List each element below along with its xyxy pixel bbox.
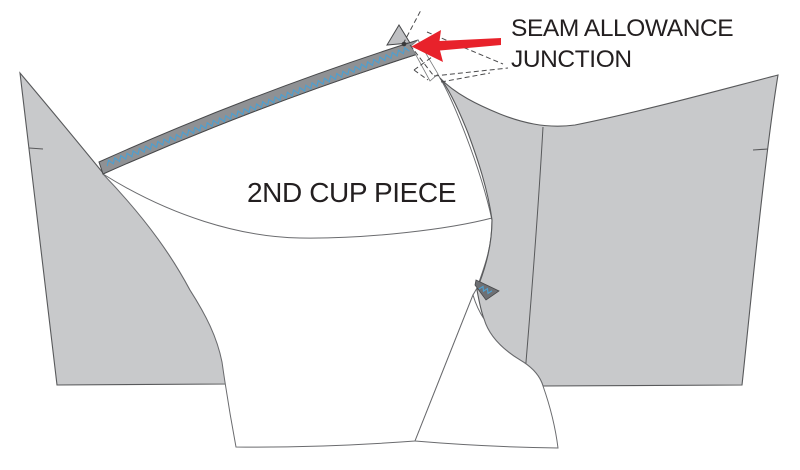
seam-allowance-label-line1: SEAM ALLOWANCE — [511, 15, 733, 42]
seam-allowance-peek — [474, 279, 500, 301]
junction-triangle — [386, 24, 411, 46]
folded-corner-strip — [410, 39, 439, 82]
dashed-line-right-lower — [440, 72, 491, 83]
zigzag-stitch-band — [106, 46, 410, 167]
right-band-notch — [752, 148, 769, 151]
seam-allowance-label-line2: JUNCTION — [511, 46, 632, 73]
dashed-corner-marks — [413, 56, 433, 81]
cup-piece-label: 2ND CUP PIECE — [247, 177, 456, 208]
zigzag-stitch-peek — [478, 285, 493, 295]
left-band-notch — [28, 147, 44, 150]
dashed-line-up — [402, 9, 422, 45]
junction-dot — [401, 41, 407, 47]
cup-cross-seam-line — [102, 173, 493, 239]
dashed-line-right-upper — [433, 67, 509, 77]
right-piece-seam-line — [523, 126, 544, 387]
dashed-line-parallel — [409, 44, 434, 76]
junction-dashed-lines — [402, 9, 509, 83]
side-gusset-piece — [414, 293, 559, 449]
seam-junction-arrow-icon — [411, 30, 501, 62]
